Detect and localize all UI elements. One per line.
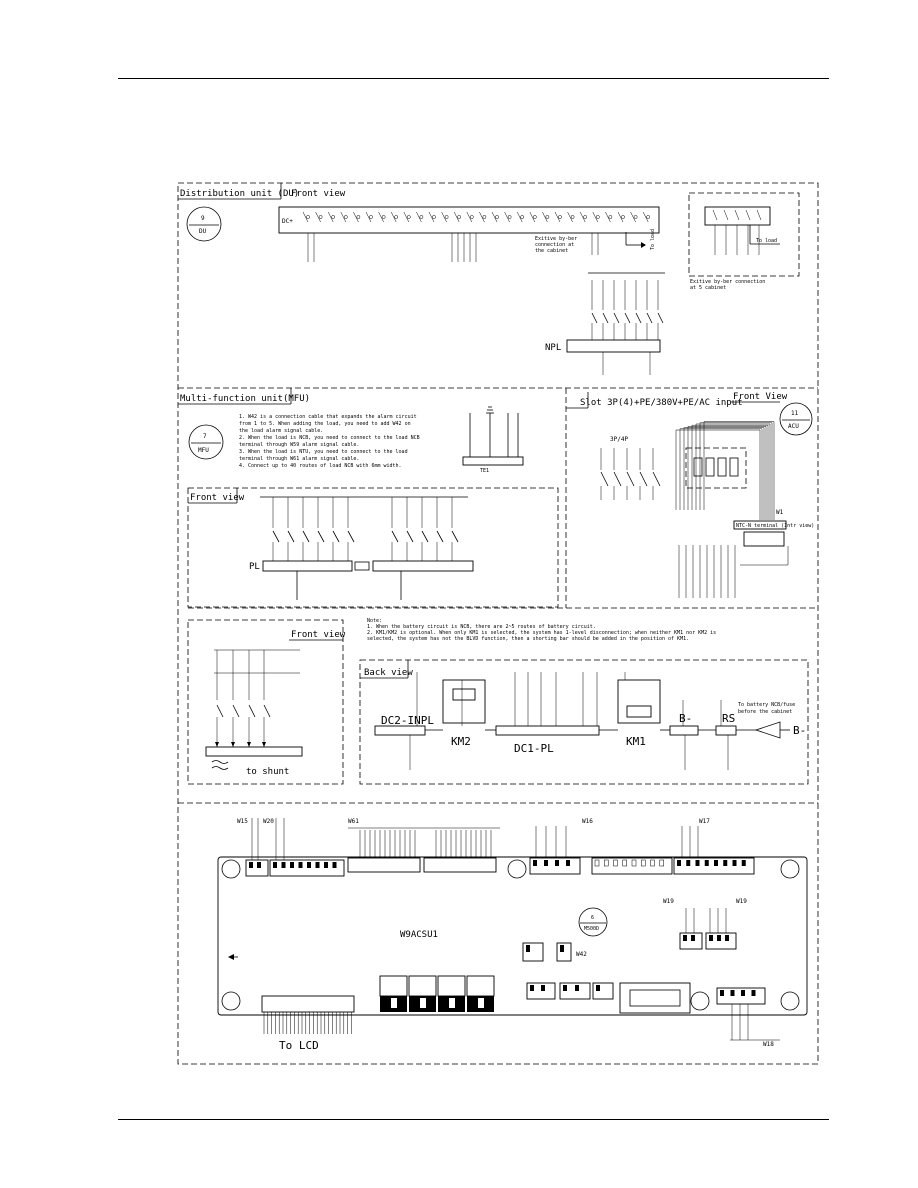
mfu-pl-bar-left	[262, 560, 353, 572]
battery-front-view: Front view	[291, 630, 346, 640]
board-to-lcd: To LCD	[279, 1039, 319, 1052]
battery-dc1-bar	[495, 725, 600, 736]
svg-text:9: 9	[201, 215, 205, 222]
board-w19-right: W19	[736, 898, 747, 905]
top-rule	[118, 78, 829, 79]
battery-km2	[442, 679, 486, 724]
mfu-title: Multi-function unit(MFU)	[180, 394, 310, 404]
battery-b-minus-arrow: B-	[793, 724, 806, 737]
svg-text:1. When the battery circuit is: 1. When the battery circuit is NCB, ther…	[367, 624, 596, 630]
svg-text:11: 11	[791, 410, 799, 417]
svg-text:DU: DU	[199, 228, 207, 235]
mfu-notes: 1. W42 is a connection cable that expand…	[239, 414, 420, 469]
du-ext-note-1: Exitive by-ber	[535, 236, 577, 242]
svg-text:ACU: ACU	[788, 423, 799, 430]
du-aux-note-2: at 5 cabinet	[690, 285, 726, 291]
svg-text:4. Connect up to 40 routes of: 4. Connect up to 40 routes of load NCB w…	[239, 463, 402, 469]
du-front-view: Front view	[291, 189, 346, 199]
mfu-pl-label: PL	[249, 562, 260, 572]
battery-km1-label: KM1	[626, 735, 646, 748]
board-w19-left: W19	[663, 898, 674, 905]
battery-rs: RS	[722, 712, 735, 725]
bottom-rule	[118, 1119, 829, 1120]
svg-text:M500D: M500D	[584, 926, 599, 932]
controller-board	[217, 856, 808, 1016]
du-ext-note-3: the cabinet	[535, 248, 568, 254]
svg-text:Note:: Note:	[367, 618, 382, 624]
svg-text:terminal through W59 alarm sig: terminal through W59 alarm signal cable.	[239, 442, 359, 448]
svg-text:7: 7	[203, 433, 207, 440]
board-w18: W18	[763, 1041, 774, 1048]
acu-badge: 11 ACU	[779, 402, 813, 436]
mfu-badge: 7 MFU	[188, 424, 224, 460]
du-npl-label: NPL	[545, 343, 561, 353]
mfu-pl-bar-right	[372, 560, 474, 572]
battery-shunt-bar	[205, 746, 303, 757]
svg-text:2. KM1/KM2 is optional. When o: 2. KM1/KM2 is optional. When only KM1 is…	[367, 630, 716, 636]
acu-terminal-block	[743, 531, 785, 547]
battery-back-view: Back view	[364, 668, 413, 678]
board-name: W9ACSU1	[400, 930, 438, 940]
board-w20: W20	[263, 818, 274, 825]
acu-w1: W1	[776, 509, 784, 516]
svg-text:MFU: MFU	[198, 447, 209, 454]
acu-front-view: Front View	[733, 392, 788, 402]
du-title: Distribution unit (DU)	[180, 189, 299, 199]
svg-text:6: 6	[591, 915, 594, 921]
battery-notes: Note: 1. When the battery circuit is NCB…	[367, 618, 716, 642]
svg-text:3. When the load is NTU, you n: 3. When the load is NTU, you need to con…	[239, 449, 408, 455]
svg-text:selected, the system has not t: selected, the system has not the BLVD fu…	[367, 636, 689, 642]
du-aux-note-1: Exitive by-ber connection	[690, 279, 765, 285]
svg-text:terminal through W61 alarm sig: terminal through W61 alarm signal cable.	[239, 456, 359, 462]
svg-text:1. W42 is a connection cable t: 1. W42 is a connection cable that expand…	[239, 414, 417, 420]
du-breaker-bar	[278, 206, 660, 234]
board-w61: W61	[348, 818, 359, 825]
battery-to-battery-2: before the cabinet	[738, 709, 792, 715]
du-breaker-slots	[302, 211, 651, 223]
board-badge: 6 M500D	[578, 907, 608, 937]
du-npl-bar	[566, 339, 661, 353]
svg-text:2. When the load is NCB, you n: 2. When the load is NCB, you need to con…	[239, 435, 420, 441]
battery-to-battery-1: To battery NCB/fuse	[738, 702, 795, 708]
battery-to-shunt: to shunt	[246, 767, 289, 777]
acu-title: Slot 3P(4)+PE/380V+PE/AC input	[580, 398, 743, 408]
battery-dc1-label: DC1-PL	[514, 742, 554, 755]
board-w16: W16	[582, 818, 593, 825]
board-w15: W15	[237, 818, 248, 825]
battery-b-minus: B-	[679, 712, 692, 725]
du-badge: 9 DU	[186, 206, 222, 242]
svg-text:TE1: TE1	[480, 468, 489, 474]
svg-text:the load alarm signal cable.: the load alarm signal cable.	[239, 428, 323, 434]
svg-text:from 1 to 5. When adding the l: from 1 to 5. When adding the load, you n…	[239, 421, 411, 427]
mfu-front-view: Front view	[190, 493, 245, 503]
du-bar-label: DC+	[282, 218, 293, 225]
du-aux-to-load: To load	[756, 238, 777, 244]
lcd-connector	[261, 995, 355, 1013]
acu-breaker: 3P/4P	[610, 436, 628, 443]
board-w42: W42	[576, 951, 587, 958]
acu-terminal-note: NTC-N terminal (Intr view)	[736, 523, 814, 529]
mfu-te1: TE1	[462, 406, 524, 474]
du-to-load: To load	[650, 229, 656, 250]
board-w17: W17	[699, 818, 710, 825]
battery-dc2-inpl: DC2-INPL	[381, 714, 434, 727]
du-ext-note-2: connection at	[535, 242, 574, 248]
battery-km2-label: KM2	[451, 735, 471, 748]
